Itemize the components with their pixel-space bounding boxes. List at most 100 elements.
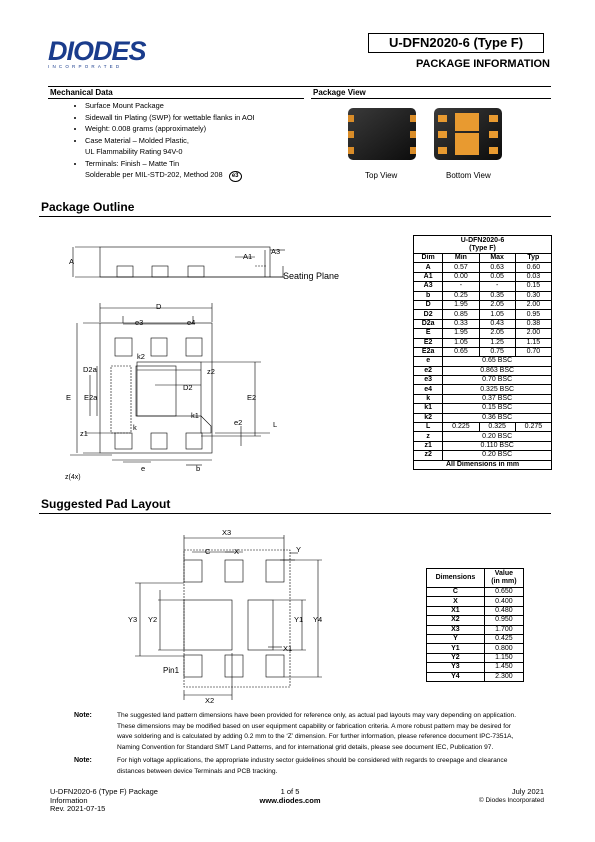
- logo-text: DIODES: [48, 36, 147, 66]
- note-text: The suggested land pattern dimensions ha…: [117, 712, 517, 751]
- table-header: Typ: [514, 252, 553, 264]
- table-header: Value(in mm): [483, 568, 525, 588]
- package-outline-heading: Package Outline: [41, 200, 135, 214]
- pad-label-Y1: Y1: [294, 615, 303, 624]
- mechanical-list: Surface Mount Package Sidewall tin Plati…: [52, 100, 335, 182]
- note-text: For high voltage applications, the appro…: [117, 757, 508, 775]
- dim-label-k2: k2: [137, 352, 145, 361]
- table-header: Dimensions: [426, 568, 485, 588]
- bullet-item: Case Material – Molded Plastic,UL Flamma…: [85, 135, 335, 158]
- pad-layout-drawing: X3 C X Y Y3 Y2 Y1 Y4 X1 Pin1 X2: [128, 528, 322, 705]
- pad-layout-heading: Suggested Pad Layout: [41, 497, 171, 511]
- dim-label-e3: e3: [135, 318, 143, 327]
- dim-label-b: b: [196, 464, 200, 473]
- dim-label-A3: A3: [271, 247, 280, 256]
- dim-label-E2a: E2a: [84, 393, 98, 402]
- pin1-label: Pin1: [163, 666, 180, 675]
- bullet-item: Weight: 0.008 grams (approximately): [85, 123, 335, 135]
- pad-label-X2: X2: [205, 696, 214, 705]
- dim-label-E: E: [66, 393, 71, 402]
- dim-label-A1: A1: [243, 252, 252, 261]
- mechanical-rule: [48, 98, 304, 99]
- table-header: Max: [478, 252, 516, 264]
- pad-label-Y2: Y2: [148, 615, 157, 624]
- package-view-images: [348, 108, 502, 160]
- table-row: A3--0.15: [412, 281, 553, 292]
- document-title: U-DFN2020-6 (Type F): [368, 33, 544, 53]
- dim-label-D: D: [156, 302, 162, 311]
- top-view-image: [348, 108, 416, 160]
- dim-label-e: e: [141, 464, 145, 473]
- footer-url[interactable]: www.diodes.com: [259, 795, 321, 805]
- dim-label-k: k: [133, 423, 137, 432]
- pad-label-X: X: [234, 547, 239, 556]
- pad-label-Y: Y: [296, 545, 301, 554]
- outline-rule: [39, 216, 551, 217]
- dim-label-D2: D2: [183, 383, 193, 392]
- table-header: Min: [442, 252, 480, 264]
- pad-label-Y4: Y4: [313, 615, 322, 624]
- diodes-logo: DIODES INCORPORATED: [48, 36, 154, 69]
- package-outline-drawing: A A1 A3 Seating Plane D e3 e4 z2 k2 D2a …: [65, 246, 339, 481]
- header-rule: [48, 86, 551, 87]
- dim-label-k1: k1: [191, 411, 199, 420]
- note-label: Note:: [74, 757, 92, 764]
- dim-label-A: A: [69, 257, 74, 266]
- package-view-rule: [311, 98, 551, 99]
- pad-label-X3: X3: [222, 528, 231, 537]
- pad-label-X1: X1: [283, 644, 292, 653]
- outline-table-title: U-DFN2020-6(Type F): [413, 235, 552, 254]
- dim-label-z1: z1: [80, 429, 88, 438]
- package-view-heading: Package View: [313, 88, 366, 97]
- bullet-item: Sidewall tin Plating (SWP) for wettable …: [85, 112, 335, 124]
- bottom-view-image: [434, 108, 502, 160]
- note-label: Note:: [74, 712, 92, 719]
- pad-layout-rule: [39, 513, 551, 514]
- table-footer: All Dimensions in mm: [413, 459, 552, 471]
- dim-label-D2a: D2a: [83, 365, 98, 374]
- dim-label-z4x: z(4x): [65, 474, 81, 481]
- dim-label-z2: z2: [207, 367, 215, 376]
- table-header: Dim: [412, 252, 444, 264]
- dim-label-e4: e4: [187, 318, 195, 327]
- pad-label-Y3: Y3: [128, 615, 137, 624]
- dim-label-L: L: [273, 420, 277, 429]
- e3-symbol: e3: [228, 171, 242, 182]
- logo-subtext: INCORPORATED: [48, 64, 123, 69]
- bullet-item: Terminals: Finish – Matte TinSolderable …: [85, 158, 335, 182]
- pad-label-C: C: [205, 547, 211, 556]
- seating-plane-label: Seating Plane: [283, 271, 339, 281]
- top-view-label: Top View: [365, 171, 398, 180]
